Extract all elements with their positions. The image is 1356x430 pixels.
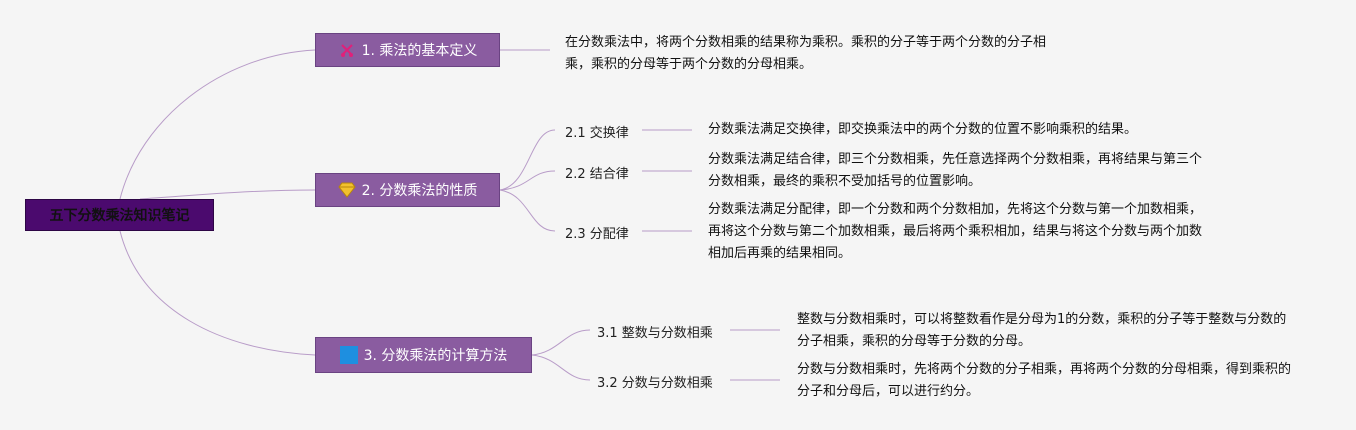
root-label: 五下分数乘法知识笔记 [49,208,190,224]
branch-label: 1. 乘法的基本定义 [361,43,478,59]
root-node[interactable]: 五下分数乘法知识笔记 [25,199,214,231]
note-associative: 分数乘法满足结合律，即三个分数相乘，先任意选择两个分数相乘，再将结果与第三个分数… [708,152,1203,189]
note-integer-fraction: 整数与分数相乘时，可以将整数看作是分母为1的分数，乘积的分子等于整数与分数的分子… [797,312,1287,349]
sub-node-fraction-fraction[interactable]: 3.2 分数与分数相乘 [597,376,713,391]
blue-square-icon [339,346,358,364]
link-branch2-sub2 [499,170,556,191]
note-distributive: 分数乘法满足分配律，即一个分数和两个分数相加，先将这个分数与第一个加数相乘，再将… [708,202,1203,261]
branch-label: 3. 分数乘法的计算方法 [363,348,508,364]
note-definition: 在分数乘法中，将两个分数相乘的结果称为乘积。乘积的分子等于两个分数的分子相乘，乘… [565,35,1047,72]
link-branch3-sub1 [531,329,591,356]
link-branch2-sub1 [499,129,556,191]
link-branch3-sub2 [531,354,591,381]
sub-node-integer-fraction[interactable]: 3.1 整数与分数相乘 [597,326,713,341]
diamond-icon [337,181,356,199]
link-root-branch3 [119,230,316,356]
link-root-branch2 [139,189,316,200]
sub-node-distributive[interactable]: 2.3 分配律 [565,227,629,242]
scissors-icon [338,41,356,59]
sub-node-associative[interactable]: 2.2 结合律 [565,167,629,182]
branch-node-definition[interactable]: 1. 乘法的基本定义 [315,33,500,67]
note-commutative: 分数乘法满足交换律，即交换乘法中的两个分数的位置不影响乘积的结果。 [708,122,1138,137]
link-root-branch1 [119,49,316,200]
branch-node-calculation[interactable]: 3. 分数乘法的计算方法 [315,337,532,373]
note-fraction-fraction: 分数与分数相乘时，先将两个分数的分子相乘，再将两个分数的分母相乘，得到乘积的分子… [797,362,1292,399]
branch-node-properties[interactable]: 2. 分数乘法的性质 [315,173,500,207]
link-branch2-sub3 [499,189,556,232]
branch-label: 2. 分数乘法的性质 [361,183,478,199]
sub-node-commutative[interactable]: 2.1 交换律 [565,126,629,141]
